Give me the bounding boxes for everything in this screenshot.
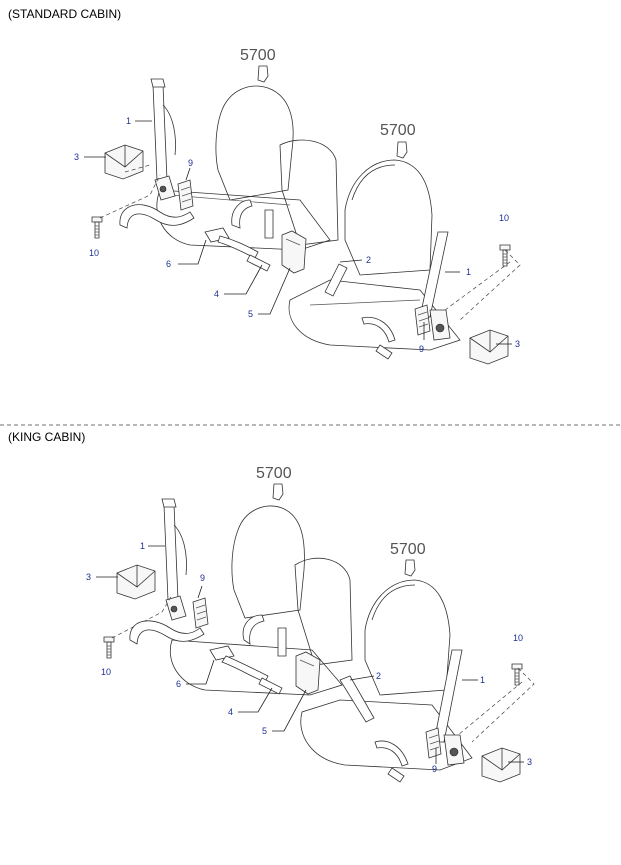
right-bolt bbox=[511, 663, 523, 686]
callout-2: 2 bbox=[376, 671, 381, 681]
callout-3-left: 3 bbox=[86, 572, 91, 582]
callout-9-left: 9 bbox=[188, 158, 193, 168]
right-retractor-belt bbox=[433, 649, 463, 743]
callout-1-right: 1 bbox=[466, 267, 471, 277]
callout-6: 6 bbox=[176, 679, 181, 689]
callout-1-left: 1 bbox=[140, 541, 145, 551]
right-buckle bbox=[339, 675, 375, 723]
left-lap-belt bbox=[129, 620, 205, 645]
left-retractor-belt bbox=[161, 498, 187, 621]
section-header: (KING CABIN) bbox=[8, 430, 85, 444]
seat-ref-right: 5700 bbox=[390, 541, 426, 558]
center-buckle bbox=[281, 230, 307, 274]
callout-4: 4 bbox=[228, 707, 233, 717]
section-standard-cabin: (STANDARD CABIN) 5700 5700 bbox=[8, 7, 521, 365]
callout-10-right: 10 bbox=[513, 633, 523, 643]
left-anchor-plate bbox=[192, 597, 209, 629]
right-buckle bbox=[324, 263, 348, 297]
callout-4: 4 bbox=[214, 289, 219, 299]
left-bolt bbox=[91, 216, 103, 239]
callout-6: 6 bbox=[166, 259, 171, 269]
callout-1-left: 1 bbox=[126, 116, 131, 126]
right-seat-drawing bbox=[300, 579, 473, 771]
callout-5: 5 bbox=[262, 726, 267, 736]
seat-ref-left-icon bbox=[272, 483, 284, 501]
right-retractor-belt bbox=[419, 231, 449, 318]
callout-9-left: 9 bbox=[200, 573, 205, 583]
right-anchor-plate bbox=[414, 304, 431, 336]
right-retractor-cover bbox=[469, 329, 509, 365]
section-king-cabin: (KING CABIN) 5700 5700 bbox=[8, 430, 535, 783]
left-retractor-belt bbox=[150, 78, 176, 201]
left-anchor-plate bbox=[177, 179, 194, 211]
callout-5: 5 bbox=[248, 309, 253, 319]
left-seat-drawing bbox=[156, 85, 339, 251]
callout-10-right: 10 bbox=[499, 213, 509, 223]
right-anchor-plate bbox=[425, 727, 442, 759]
callout-9-right: 9 bbox=[419, 344, 424, 354]
callout-3-left: 3 bbox=[74, 152, 79, 162]
right-lap-belt bbox=[361, 316, 396, 343]
seat-ref-left: 5700 bbox=[256, 465, 292, 482]
callout-2: 2 bbox=[366, 255, 371, 265]
seat-ref-right-icon bbox=[404, 559, 416, 577]
section-header: (STANDARD CABIN) bbox=[8, 7, 121, 21]
left-lap-belt bbox=[119, 204, 195, 229]
seat-ref-left: 5700 bbox=[240, 47, 276, 64]
callout-3-right: 3 bbox=[527, 757, 532, 767]
seat-ref-left-icon bbox=[257, 65, 269, 83]
left-retractor-cover bbox=[116, 564, 156, 600]
seat-ref-right: 5700 bbox=[380, 122, 416, 139]
right-retractor-cover bbox=[481, 747, 521, 783]
callout-10-left: 10 bbox=[89, 248, 99, 258]
callout-3-right: 3 bbox=[515, 339, 520, 349]
center-buckle bbox=[295, 651, 321, 695]
left-retractor-cover bbox=[104, 144, 144, 180]
callout-1-right: 1 bbox=[480, 675, 485, 685]
right-seat-drawing bbox=[288, 159, 461, 351]
left-bolt bbox=[103, 636, 115, 659]
callout-9-right: 9 bbox=[432, 764, 437, 774]
seat-ref-right-icon bbox=[396, 141, 408, 159]
callout-10-left: 10 bbox=[101, 667, 111, 677]
right-lap-belt bbox=[374, 740, 409, 767]
